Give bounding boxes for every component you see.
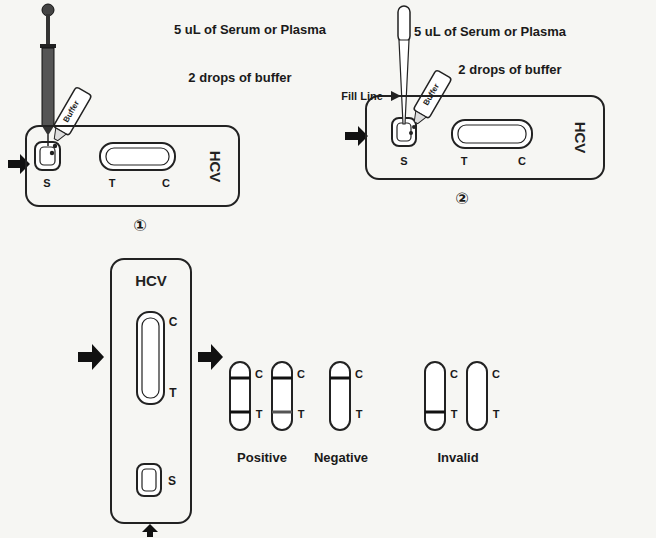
device-name: HCV [208, 150, 225, 182]
instruction: 2 drops of buffer [458, 63, 561, 77]
line-letter: C [255, 368, 263, 380]
instruction: 5 uL of Serum or Plasma [174, 23, 326, 37]
pointer-arrow [78, 344, 104, 370]
transfer-pipette [398, 6, 410, 124]
line-letter: C [162, 177, 170, 189]
line-letter: T [169, 387, 176, 400]
line-letter: C [297, 368, 305, 380]
step-number: ① [133, 217, 147, 235]
well-letter: S [43, 177, 50, 189]
result-window [137, 312, 164, 404]
line-letter: T [451, 408, 458, 420]
pointer-arrow [198, 344, 223, 370]
device-name: HCV [573, 122, 590, 154]
line-letter: C [450, 368, 458, 380]
step-number: ② [455, 190, 469, 208]
sample-well [35, 142, 60, 170]
line-letter: T [356, 408, 363, 420]
test-cassette: HCV [25, 125, 240, 207]
line-letter: C [169, 316, 178, 329]
device-name: HCV [135, 272, 167, 289]
result-label: Positive [237, 451, 287, 465]
pointer-arrow [142, 524, 158, 537]
result-examples [230, 362, 487, 430]
line-letter: C [492, 368, 500, 380]
buffer-bottle [48, 87, 92, 144]
test-cassette: HCV [365, 95, 605, 180]
well-letter: S [168, 475, 176, 488]
line-letter: T [256, 408, 263, 420]
test-cassette: HCV [110, 258, 192, 524]
line-letter: T [109, 177, 116, 189]
line-letter: T [493, 408, 500, 420]
line-letter: T [461, 155, 468, 167]
result-window [452, 120, 532, 148]
result-label: Negative [314, 451, 368, 465]
line-letter: C [518, 155, 526, 167]
sample-well [137, 464, 161, 496]
line-letter: T [298, 408, 305, 420]
result-label: Invalid [437, 451, 478, 465]
test-lines [230, 378, 445, 412]
instruction: 5 uL of Serum or Plasma [414, 25, 566, 39]
callout: Fill Line [341, 90, 383, 102]
buffer-bottle [408, 70, 452, 127]
instruction: 2 drops of buffer [188, 71, 291, 85]
result-window [100, 143, 175, 170]
line-letter: C [355, 368, 363, 380]
well-letter: S [400, 155, 407, 167]
